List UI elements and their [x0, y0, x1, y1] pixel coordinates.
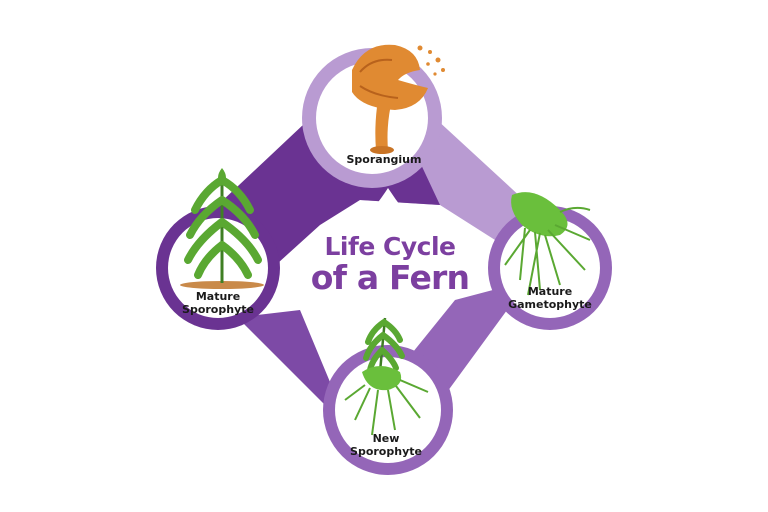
diagram-title-line2: of a Fern [310, 258, 470, 297]
sporangium-icon [352, 44, 445, 154]
label-mature-sporophyte-line1: Mature [195, 290, 241, 303]
label-mature-gametophyte-line1: Mature [527, 285, 573, 298]
label-new-sporophyte-line2: Sporophyte [350, 445, 422, 458]
label-mature-gametophyte-line2: Gametophyte [508, 298, 592, 311]
fern-plant-icon [180, 168, 264, 289]
label-sporangium: Sporangium [324, 153, 444, 166]
label-new-sporophyte: New Sporophyte [326, 432, 446, 458]
label-mature-gametophyte: Mature Gametophyte [490, 285, 610, 311]
label-mature-sporophyte-line2: Sporophyte [182, 303, 254, 316]
stage-circle-new-sporophyte [323, 345, 453, 475]
label-sporangium-line1: Sporangium [346, 153, 422, 166]
diagram-title-line1: Life Cycle [324, 232, 456, 261]
label-mature-sporophyte: Mature Sporophyte [158, 290, 278, 316]
label-new-sporophyte-line1: New [372, 432, 400, 445]
new-sporophyte-icon [344, 317, 429, 436]
gametophyte-icon [504, 192, 591, 296]
center-area [272, 188, 505, 362]
